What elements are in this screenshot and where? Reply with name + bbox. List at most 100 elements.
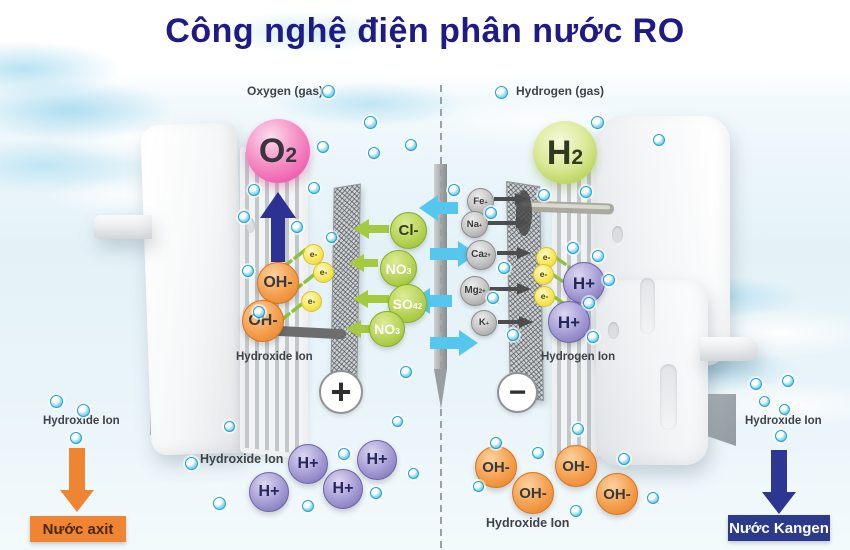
hydrogen-ion-ball-b1: H+ xyxy=(288,444,328,484)
bubble-icon xyxy=(184,456,198,470)
device-right-slot-1 xyxy=(640,278,655,334)
hydroxide-ion-ball-b3: OH- xyxy=(555,445,597,487)
bubble-icon xyxy=(567,242,579,254)
device-right-hole-2 xyxy=(608,322,619,339)
hydroxide-ion-ball-b2: OH- xyxy=(512,472,554,514)
bubble-icon xyxy=(494,85,508,99)
bubble-icon xyxy=(490,437,502,449)
bubble-icon xyxy=(507,329,519,341)
electron-ball-l1: e- xyxy=(303,244,324,265)
hydroxide-ion-bottom-center-left-label: Hydroxide Ion xyxy=(200,452,284,466)
electron-ball-l2: e- xyxy=(313,262,334,283)
bubble-icon xyxy=(368,147,380,159)
bubble-icon xyxy=(472,480,484,492)
ion-sodium: Na+ xyxy=(461,211,488,238)
ion-potassium: K+ xyxy=(471,310,497,336)
page-title: Công nghệ điện phân nước RO xyxy=(165,12,685,50)
central-membrane-tip xyxy=(434,369,447,409)
kangen-water-down-arrow xyxy=(762,450,796,514)
acid-water-badge: Nước axit xyxy=(30,516,126,542)
bubble-icon xyxy=(485,207,497,219)
ion-nitrate-1: NO3 xyxy=(380,250,417,287)
bubble-icon xyxy=(242,265,254,277)
hydroxide-ion-bottom-left-label: Hydroxide Ion xyxy=(43,415,120,427)
anode-plus-symbol: + xyxy=(319,370,363,414)
device-left-body xyxy=(140,122,248,456)
cathode-minus-symbol: − xyxy=(497,372,538,413)
bubble-icon xyxy=(538,189,550,201)
central-membrane xyxy=(434,164,447,370)
kangen-water-badge: Nước Kangen xyxy=(728,515,830,541)
bubble-icon xyxy=(70,432,82,444)
bubble-icon xyxy=(291,221,303,233)
bubble-icon xyxy=(775,430,787,442)
device-right-slot-2 xyxy=(660,364,677,430)
bubble-icon xyxy=(592,250,604,262)
hydroxide-ion-ball-b4: OH- xyxy=(596,473,638,515)
electron-ball-r3: e- xyxy=(534,286,555,307)
hydrogen-gas-label: Hydrogen (gas) xyxy=(516,84,605,98)
hydroxide-ion-ball-1: OH- xyxy=(257,262,299,304)
bubble-icon xyxy=(308,182,320,194)
bubble-icon xyxy=(248,184,260,196)
bubble-icon xyxy=(448,184,460,196)
acid-water-down-arrow xyxy=(60,448,94,512)
device-left-pipe xyxy=(94,215,152,239)
hydrogen-formula: H2 xyxy=(546,133,584,172)
hydrogen-ion-ball-b4: H+ xyxy=(357,440,397,480)
oxygen-molecule: O2 xyxy=(246,119,310,183)
hydrogen-ion-ball-2: H+ xyxy=(548,301,590,343)
hydrogen-ion-right-label: Hydrogen Ion xyxy=(541,351,616,363)
hydrogen-molecule: H2 xyxy=(533,121,597,184)
bubble-icon xyxy=(400,366,412,378)
bubble-icon xyxy=(212,496,226,510)
bubble-icon xyxy=(253,306,265,318)
bubble-icon xyxy=(338,448,350,460)
bubble-icon xyxy=(487,292,499,304)
oxygen-gas-label: Oxygen (gas) xyxy=(247,84,324,98)
hydroxide-ion-left-label: Hydroxide Ion xyxy=(236,351,313,363)
bubble-icon xyxy=(317,141,329,153)
bubble-icon xyxy=(363,115,377,129)
bubble-icon xyxy=(532,447,544,459)
electron-ball-l3: e- xyxy=(301,291,322,312)
bubble-icon xyxy=(76,403,90,417)
ion-magnesium: Mg2+ xyxy=(460,276,490,306)
bubble-icon xyxy=(590,115,604,129)
bubble-icon xyxy=(587,331,599,343)
bubble-icon xyxy=(498,262,510,274)
bubble-icon xyxy=(782,375,794,387)
bubble-icon xyxy=(580,186,592,198)
bubble-icon xyxy=(405,139,417,151)
electron-ball-r2: e- xyxy=(533,264,554,285)
bubble-icon xyxy=(653,134,665,146)
hydroxide-ion-bottom-center-right-label: Hydroxide Ion xyxy=(486,516,570,530)
bubble-icon xyxy=(223,420,235,432)
hydrogen-ion-ball-b2: H+ xyxy=(249,472,289,512)
bubble-icon xyxy=(49,394,63,408)
bubble-icon xyxy=(391,415,403,427)
device-right-hole-1 xyxy=(612,226,623,243)
ion-chloride: Cl- xyxy=(390,212,427,249)
bubble-icon xyxy=(570,505,582,517)
bubble-icon xyxy=(618,453,630,465)
hydroxide-ion-bottom-right-label: Hydroxide Ion xyxy=(745,415,822,427)
bubble-icon xyxy=(778,403,790,415)
bubble-icon xyxy=(302,500,314,512)
bubble-icon xyxy=(583,297,595,309)
bubble-icon xyxy=(238,211,250,223)
bubble-icon xyxy=(572,423,584,435)
device-left-hole-1 xyxy=(246,218,255,233)
hydrogen-ion-ball-b3: H+ xyxy=(323,469,363,509)
bubble-icon xyxy=(321,84,335,98)
bubble-icon xyxy=(603,274,615,286)
bubble-icon xyxy=(750,378,762,390)
electrode-mesh-left xyxy=(330,183,361,393)
hydroxide-ion-ball-2: OH- xyxy=(242,300,284,342)
bubble-icon xyxy=(325,231,337,243)
bubble-icon xyxy=(647,492,659,504)
oxygen-formula: O2 xyxy=(258,132,298,170)
bubble-icon xyxy=(407,467,419,479)
ion-nitrate-2: NO3 xyxy=(369,311,405,347)
